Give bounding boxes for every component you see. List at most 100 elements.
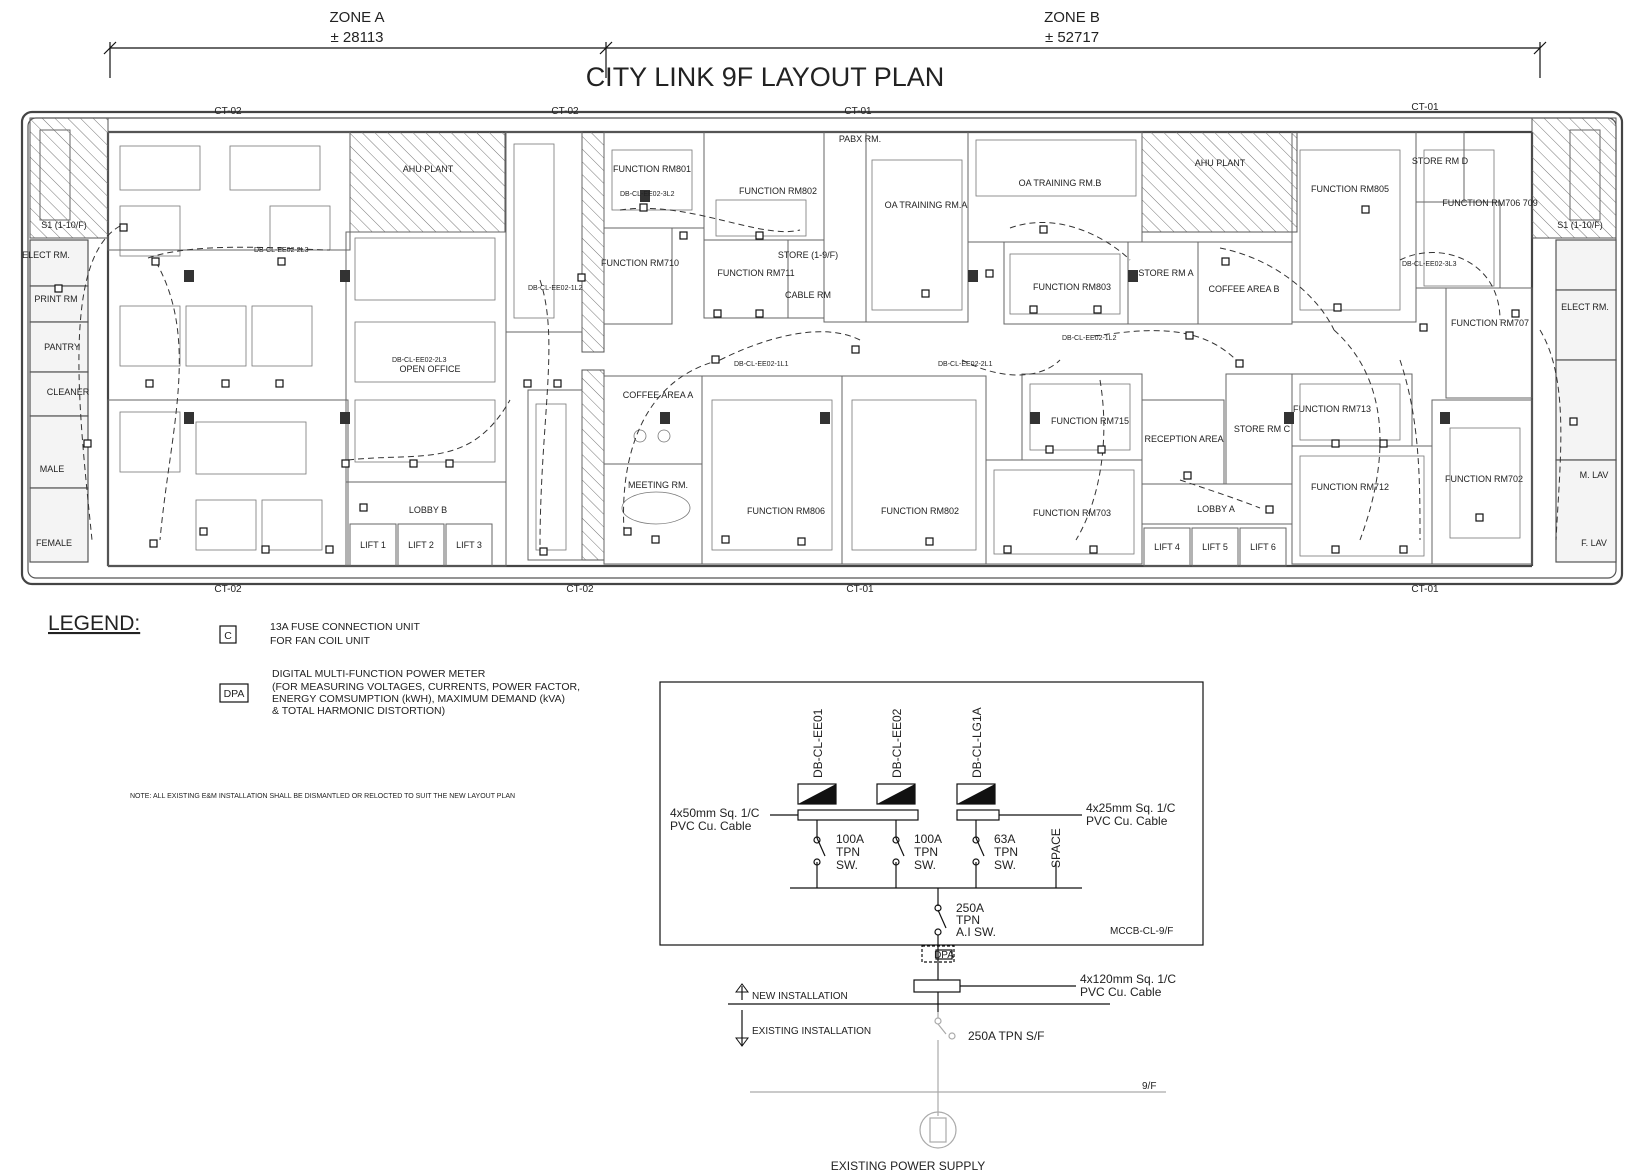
ct-label-top: CT-02	[214, 106, 242, 117]
switch-1-kind: SW.	[836, 858, 858, 872]
right-core: S1 (1-10/F) ELECT RM. M. LAV F. LAV	[1555, 129, 1617, 563]
switch-2-rating: 100A	[914, 832, 942, 846]
plan-title: CITY LINK 9F LAYOUT PLAN	[586, 62, 945, 92]
dpa-symbol-box	[219, 683, 249, 703]
circuit-label: DB-CL-EE02-1L2	[528, 285, 583, 292]
lift-3-label: LIFT 3	[456, 540, 482, 550]
legend-item-line: FOR FAN COIL UNIT	[270, 635, 371, 647]
pantry-label: PANTRY	[44, 342, 80, 352]
elect-rm-right-label: ELECT RM.	[1561, 302, 1609, 312]
zone-b-rooms: PABX RM. FUNCTION RM801 FUNCTION RM802 F…	[601, 131, 1538, 567]
floor-level-label: 9/F	[1142, 1081, 1156, 1092]
function-rm805-label: FUNCTION RM805	[1311, 184, 1389, 194]
female-label: FEMALE	[36, 538, 72, 548]
function-rm707-label: FUNCTION RM707	[1451, 318, 1529, 328]
m-lav-label: M. LAV	[1580, 470, 1609, 480]
main-switch-type: TPN	[956, 913, 980, 927]
lobby-a-label: LOBBY A	[1197, 504, 1235, 514]
new-installation-label: NEW INSTALLATION	[752, 991, 848, 1002]
legend-item-line: ENERGY COMSUMPTION (kWH), MAXIMUM DEMAND…	[272, 693, 565, 705]
function-rm802-label: FUNCTION RM802	[739, 186, 817, 196]
existing-supply-symbol	[919, 1111, 957, 1149]
fcu-symbol-letter: C	[224, 630, 232, 642]
switch-3-kind: SW.	[994, 858, 1016, 872]
hatched-areas	[29, 117, 1617, 561]
lift-1-label: LIFT 1	[360, 540, 386, 550]
f-lav-label: F. LAV	[1581, 538, 1607, 548]
lift-6-label: LIFT 6	[1250, 542, 1276, 552]
fcu-symbol-box	[219, 625, 237, 644]
zone-b-dimension: ± 52717	[1045, 29, 1099, 46]
lift-5-label: LIFT 5	[1202, 542, 1228, 552]
meter-label: DPA	[934, 950, 954, 961]
db-symbols	[797, 783, 996, 805]
legend-note: NOTE: ALL EXISTING E&M INSTALLATION SHAL…	[130, 793, 515, 800]
zone-a-dimension: ± 28113	[331, 29, 384, 46]
circuit-labels: DB-CL-EE02-2L3 DB-CL-EE02-1L2 DB-CL-EE02…	[254, 191, 1457, 368]
existing-installation-label: EXISTING INSTALLATION	[752, 1026, 871, 1037]
function-rm715-label: FUNCTION RM715	[1051, 416, 1129, 426]
store-rm-d-label: STORE RM D	[1412, 156, 1469, 166]
oa-training-rm-b-label: OA TRAINING RM.B	[1019, 178, 1102, 188]
function-rm713-label: FUNCTION RM713	[1293, 404, 1371, 414]
space-label: SPACE	[1049, 828, 1063, 868]
coffee-area-a-label: COFFEE AREA A	[623, 390, 694, 400]
main-switch-rating: 250A	[956, 901, 984, 915]
open-office-label: OPEN OFFICE	[399, 364, 460, 374]
function-rm803-label: FUNCTION RM803	[1033, 282, 1111, 292]
store-rm-a-label: STORE RM A	[1138, 268, 1193, 278]
desk-grids-zone-b	[611, 139, 1521, 557]
dpa-symbol-text: DPA	[224, 688, 245, 700]
switch-3-rating: 63A	[994, 832, 1015, 846]
cleaner-label: CLEANER	[47, 387, 90, 397]
switch-2-kind: SW.	[914, 858, 936, 872]
zone-dimension: ZONE A ± 28113 ZONE B ± 52717	[103, 9, 1547, 78]
function-rm801-label: FUNCTION RM801	[613, 164, 691, 174]
ct-label-top: CT-02	[551, 106, 579, 117]
legend-heading: LEGEND:	[48, 612, 140, 635]
db-name-ee02: DB-CL-EE02	[890, 708, 904, 778]
switch-1-rating: 100A	[836, 832, 864, 846]
cable-left-line2: PVC Cu. Cable	[670, 819, 752, 833]
lift-4-label: LIFT 4	[1154, 542, 1180, 552]
ct-label-top: CT-01	[1411, 102, 1439, 113]
single-line-schematic: DB-CL-EE01 DB-CL-EE02 DB-CL-LG1A 4x50mm …	[659, 681, 1204, 1173]
switch-1-type: TPN	[836, 845, 860, 859]
function-rm706-709-label: FUNCTION RM706 709	[1442, 198, 1538, 208]
function-rm802-b-label: FUNCTION RM802	[881, 506, 959, 516]
legend: LEGEND: C 13A FUSE CONNECTION UNIT FOR F…	[48, 612, 580, 800]
s1-right-label: S1 (1-10/F)	[1557, 220, 1603, 230]
db-name-lg1a: DB-CL-LG1A	[970, 707, 984, 778]
legend-item-line: DIGITAL MULTI-FUNCTION POWER METER	[272, 668, 486, 680]
db-name-ee01: DB-CL-EE01	[811, 708, 825, 778]
circuit-label: DB-CL-EE02-2L3	[254, 247, 309, 254]
ct-label-bottom: CT-01	[1411, 584, 1439, 595]
coffee-area-b-label: COFFEE AREA B	[1208, 284, 1279, 294]
circuit-label: DB-CL-EE02-3L3	[1402, 261, 1457, 268]
circuit-label: DB-CL-EE02-2L3	[392, 357, 447, 364]
switch-3-type: TPN	[994, 845, 1018, 859]
function-rm712-label: FUNCTION RM712	[1311, 482, 1389, 492]
meeting-rm-label: MEETING RM.	[628, 480, 688, 490]
zone-a-name: ZONE A	[329, 9, 384, 26]
fcu-symbols	[54, 203, 1578, 556]
elect-rm-left-label: ELECT RM.	[22, 250, 70, 260]
left-core: S1 (1-10/F) ELECT RM. PRINT RM PANTRY CL…	[22, 129, 90, 563]
ahu-plant-b-label: AHU PLANT	[1195, 158, 1246, 168]
store-rm-c-label: STORE RM C	[1234, 424, 1291, 434]
legend-item-line: (FOR MEASURING VOLTAGES, CURRENTS, POWER…	[272, 681, 580, 693]
circuit-label: DB-CL-EE02-3L2	[620, 191, 675, 198]
legend-item-line: & TOTAL HARMONIC DISTORTION)	[272, 705, 445, 717]
ct-label-bottom: CT-02	[566, 584, 594, 595]
function-rm710-label: FUNCTION RM710	[601, 258, 679, 268]
incoming-cable-line2: PVC Cu. Cable	[1080, 985, 1162, 999]
incoming-cable-line1: 4x120mm Sq. 1/C	[1080, 972, 1176, 986]
ct-label-top: CT-01	[844, 106, 872, 117]
pabx-rm-label: PABX RM.	[839, 134, 881, 144]
existing-supply-label: EXISTING POWER SUPPLY	[831, 1159, 985, 1173]
mccb-panel-box	[659, 681, 1204, 946]
reception-area-label: RECEPTION AREA	[1144, 434, 1223, 444]
s1-left-label: S1 (1-10/F)	[41, 220, 87, 230]
circuit-label: DB-CL-EE02-2L1	[938, 361, 993, 368]
existing-switch-label: 250A TPN S/F	[968, 1029, 1044, 1043]
